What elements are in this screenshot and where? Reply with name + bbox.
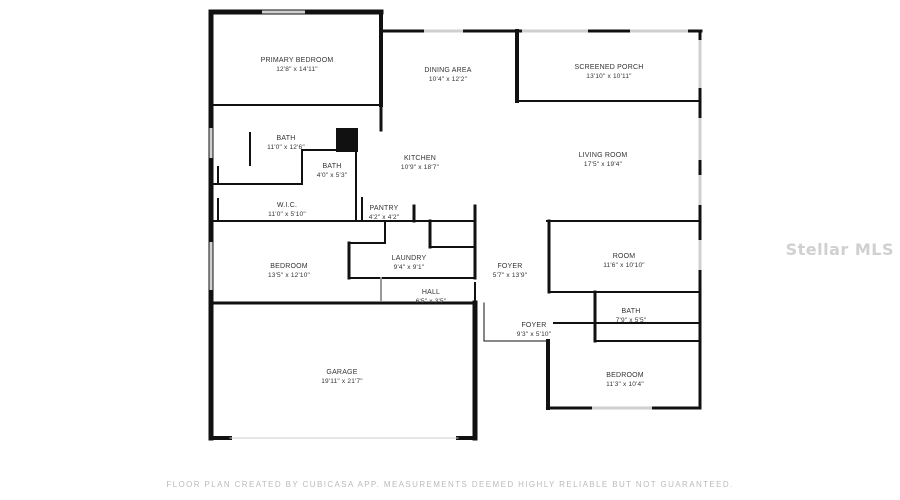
room-dining-area: DINING AREA 10'4" x 12'2" [424,66,471,84]
windows [209,10,702,410]
room-bath-small: BATH 4'0" x 5'3" [317,162,348,180]
utility-shaft [336,128,358,152]
room-name: FOYER [497,263,523,270]
room-name: FOYER [521,322,547,329]
room-dimensions: 9'3" x 5'10" [516,331,552,338]
room-name: PRIMARY BEDROOM [260,57,334,64]
room-pantry: PANTRY 4'2" x 4'2" [369,204,400,222]
room-name: ROOM [612,253,636,260]
room-hall: HALL 6'5" x 3'5" [416,288,447,306]
room-foyer-small: FOYER 9'3" x 5'10" [517,321,551,339]
room-dimensions: 5'7" x 13'9" [492,272,528,279]
room-dimensions: 13'10" x 10'11" [586,73,632,80]
room-room: ROOM 11'6" x 10'10" [603,252,645,270]
room-bath-primary: BATH 11'0" x 12'6" [267,134,305,152]
room-garage: GARAGE 19'11" x 21'7" [321,368,363,386]
room-dimensions: 10'4" x 12'2" [428,76,468,83]
room-name: LAUNDRY [391,255,427,262]
watermark-logo: Stellar MLS [785,240,894,259]
room-dimensions: 12'8" x 14'11" [276,66,318,73]
room-kitchen: KITCHEN 10'9" x 18'7" [401,154,439,172]
room-dimensions: 7'9" x 5'5" [615,317,647,324]
room-name: KITCHEN [403,155,437,162]
room-name: BATH [276,135,296,142]
room-name: HALL [421,289,441,296]
room-name: BEDROOM [606,372,644,379]
room-dimensions: 17'5" x 19'4" [583,161,623,168]
room-dimensions: 10'9" x 18'7" [400,164,440,171]
room-dimensions: 4'0" x 5'3" [316,172,348,179]
room-dimensions: 11'0" x 12'6" [267,144,305,151]
room-name: BATH [621,308,641,315]
room-bedroom-right: BEDROOM 11'3" x 10'4" [606,371,644,389]
room-dimensions: 19'11" x 21'7" [321,378,363,385]
room-name: LIVING ROOM [578,152,628,159]
room-wic: W.I.C. 11'0" x 5'10" [268,201,306,219]
room-name: BEDROOM [270,263,308,270]
room-bath-right: BATH 7'9" x 5'5" [616,307,647,325]
room-name: DINING AREA [424,67,472,74]
room-dimensions: 4'2" x 4'2" [368,214,400,221]
room-dimensions: 11'6" x 10'10" [603,262,645,269]
room-living-room: LIVING ROOM 17'5" x 19'4" [579,151,628,169]
room-name: BATH [322,163,342,170]
room-dimensions: 6'5" x 3'5" [415,298,447,305]
room-screened-porch: SCREENED PORCH 13'10" x 10'11" [575,63,644,81]
room-name: GARAGE [326,369,358,376]
room-dimensions: 9'4" x 9'1" [393,264,425,271]
room-name: PANTRY [369,205,399,212]
room-primary-bedroom: PRIMARY BEDROOM 12'8" x 14'11" [261,56,334,74]
room-name: SCREENED PORCH [574,64,644,71]
room-dimensions: 11'3" x 10'4" [606,381,644,388]
room-laundry: LAUNDRY 9'4" x 9'1" [392,254,427,272]
disclaimer-footer: FLOOR PLAN CREATED BY CUBICASA APP. MEAS… [166,480,734,489]
room-bedroom-left: BEDROOM 13'5" x 12'10" [268,262,310,280]
room-dimensions: 13'5" x 12'10" [267,272,311,279]
room-foyer-main: FOYER 5'7" x 13'9" [493,262,527,280]
room-name: W.I.C. [276,202,298,209]
room-dimensions: 11'0" x 5'10" [268,211,306,218]
